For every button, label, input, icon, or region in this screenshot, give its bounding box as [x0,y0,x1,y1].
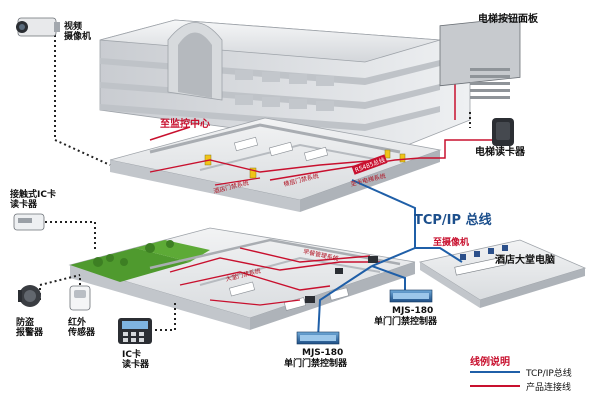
to-camera-label: 至摄像机 [433,238,470,248]
hotel-pc-label: 酒店大堂电脑 [495,255,555,266]
infrared-label: 红外 传感器 [68,318,96,339]
legend-product-label: 产品连接线 [526,383,572,393]
video-camera-label: 视频 摄像机 [64,22,92,43]
elevator-reader-label: 电梯读卡器 [475,147,525,158]
mjs-right-model: MJS-180 [392,306,434,316]
alarm-icon [18,285,41,307]
alarm-label: 防盗 报警器 [16,318,44,339]
mjs-right-name: 单门门禁控制器 [374,317,438,327]
monitor-center-label: 至监控中心 [160,119,210,130]
middle-floor [109,117,442,212]
hotel-pc-room [418,239,587,308]
tcpip-bus-lines [317,179,463,339]
elevator-panel-icon [439,16,521,99]
mjs-controller-left-icon [296,331,340,345]
contact-ic-reader-icon [13,213,45,231]
top-building [99,19,471,151]
tcpip-bus-label: TCP/IP 总线 [414,213,492,228]
elevator-panel-label: 电梯按钮面板 [478,14,538,25]
legend-tcpip-label: TCP/IP总线 [526,369,572,379]
lobby-floor [68,227,416,330]
legend-title: 线例说明 [470,357,510,368]
mjs-left-model: MJS-180 [302,348,344,358]
legend-lines [470,371,520,387]
elevator-reader-icon [492,118,514,146]
mjs-left-name: 单门门禁控制器 [284,359,348,369]
mjs-controller-right-icon [389,289,433,303]
contact-ic-reader-label: 接触式IC卡 读卡器 [10,190,56,211]
video-camera-icon [16,17,60,37]
infrared-sensor-icon [69,285,91,311]
ic-reader-icon [118,318,152,344]
ic-reader-label: IC卡 读卡器 [122,350,150,371]
